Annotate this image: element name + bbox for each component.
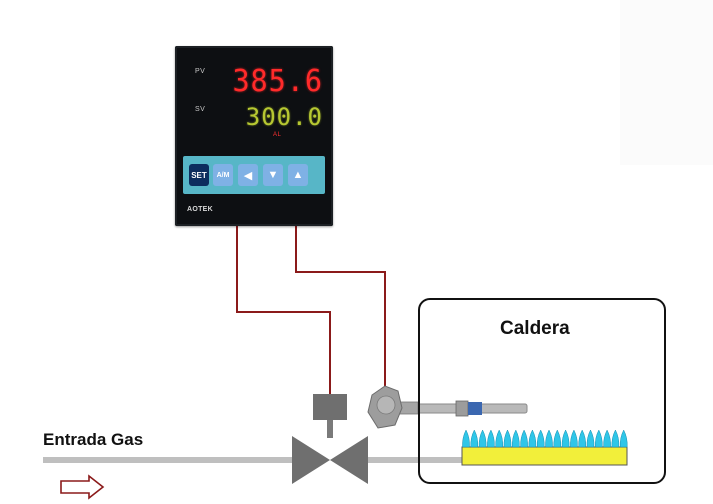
alarm-indicator: AL: [273, 132, 282, 138]
flame-icon: [487, 429, 495, 448]
sensor-head-cap: [376, 395, 396, 415]
brand-logo: AOTEK: [187, 206, 213, 213]
controller-keypad: SET A/M ◀ ▼ ▲: [183, 156, 325, 194]
background-patch: [620, 0, 713, 165]
gas-valve: [292, 394, 368, 484]
flame-icon: [570, 429, 578, 448]
gas-inlet-label: Entrada Gas: [43, 430, 144, 449]
flame-icon: [561, 429, 570, 448]
thermocouple-sensor: [367, 385, 528, 429]
set-button[interactable]: SET: [189, 164, 209, 186]
valve-body-right: [330, 436, 368, 484]
flame-icon: [586, 429, 595, 448]
gas-pipe-right: [364, 457, 464, 463]
boiler-enclosure: [418, 298, 666, 484]
flame-icon: [520, 429, 528, 448]
control-wire-to-valve: [236, 225, 331, 394]
flame-icon: [478, 429, 487, 448]
burner: [461, 446, 628, 466]
flame-icon: [470, 429, 479, 448]
sensor-insulator: [468, 402, 482, 415]
sv-display: 300.0: [245, 103, 323, 131]
flame-icon: [503, 429, 512, 448]
pv-display: 385.6: [232, 64, 323, 99]
flame-icon: [594, 429, 603, 448]
sv-label: SV: [195, 106, 206, 113]
valve-body-left: [292, 436, 330, 484]
flame-icon: [578, 429, 587, 448]
pv-label: PV: [195, 68, 206, 75]
flame-icon: [619, 429, 628, 448]
flame-icon: [528, 429, 537, 448]
burner-flames: [462, 429, 628, 448]
valve-actuator: [313, 394, 347, 420]
flame-icon: [611, 429, 620, 448]
left-arrow-icon[interactable]: ◀: [238, 164, 258, 186]
flame-icon: [511, 429, 520, 448]
sensor-wire-to-controller: [295, 225, 386, 388]
auto-manual-button[interactable]: A/M: [213, 164, 233, 186]
flame-icon: [603, 429, 611, 448]
valve-stem: [327, 420, 333, 438]
flame-icon: [495, 429, 504, 448]
flame-icon: [545, 429, 553, 448]
gas-pipe-left: [43, 457, 296, 463]
gas-flow-arrow: [60, 474, 105, 500]
temperature-controller: PV 385.6 SV 300.0 AL SET A/M ◀ ▼ ▲ AOTEK: [175, 46, 333, 226]
flame-icon: [536, 429, 545, 448]
flame-icon: [462, 429, 470, 448]
boiler-title: Caldera: [500, 318, 570, 339]
down-arrow-icon[interactable]: ▼: [263, 164, 283, 186]
up-arrow-icon[interactable]: ▲: [288, 164, 308, 186]
flame-icon: [553, 429, 562, 448]
